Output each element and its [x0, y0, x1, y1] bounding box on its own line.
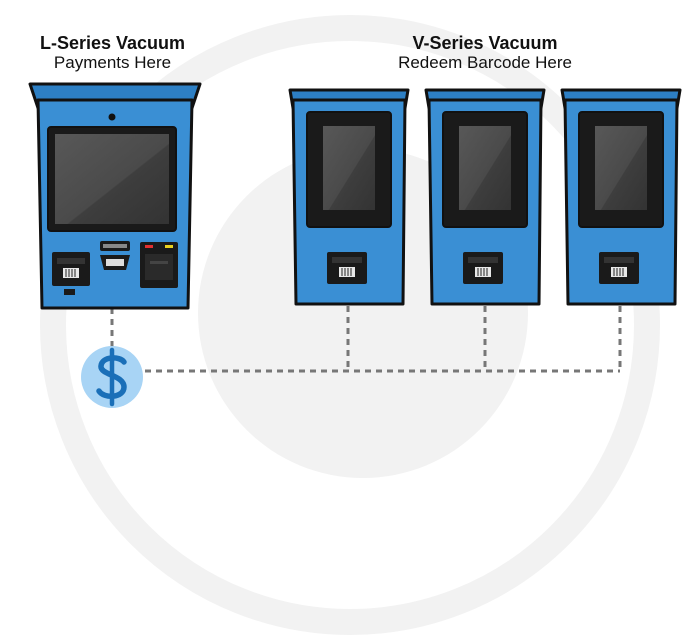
camera-icon	[108, 113, 116, 121]
l-series-title: L-Series Vacuum	[39, 33, 186, 53]
barcode-scanner	[599, 252, 639, 284]
barcode-scanner	[463, 252, 503, 284]
v-series-kiosk-2	[424, 88, 546, 306]
v-series-kiosk-1	[288, 88, 410, 306]
barcode-scanner	[327, 252, 367, 284]
v-series-subtitle: Redeem Barcode Here	[398, 53, 572, 72]
connector-lines	[110, 306, 622, 373]
dollar-sign-icon	[81, 346, 143, 408]
v-series-kiosk-3	[560, 88, 682, 306]
l-series-kiosk	[28, 82, 202, 310]
v-series-heading: V-Series Vacuum Redeem Barcode Here	[330, 33, 640, 73]
card-reader	[100, 241, 130, 270]
v-series-title: V-Series Vacuum	[412, 33, 558, 53]
l-series-heading: L-Series Vacuum Payments Here	[0, 33, 225, 73]
kiosk-diagram	[28, 82, 682, 408]
l-series-subtitle: Payments Here	[53, 53, 172, 72]
bill-acceptor	[140, 242, 178, 288]
barcode-scanner	[52, 252, 90, 286]
coin-slot	[64, 289, 75, 295]
